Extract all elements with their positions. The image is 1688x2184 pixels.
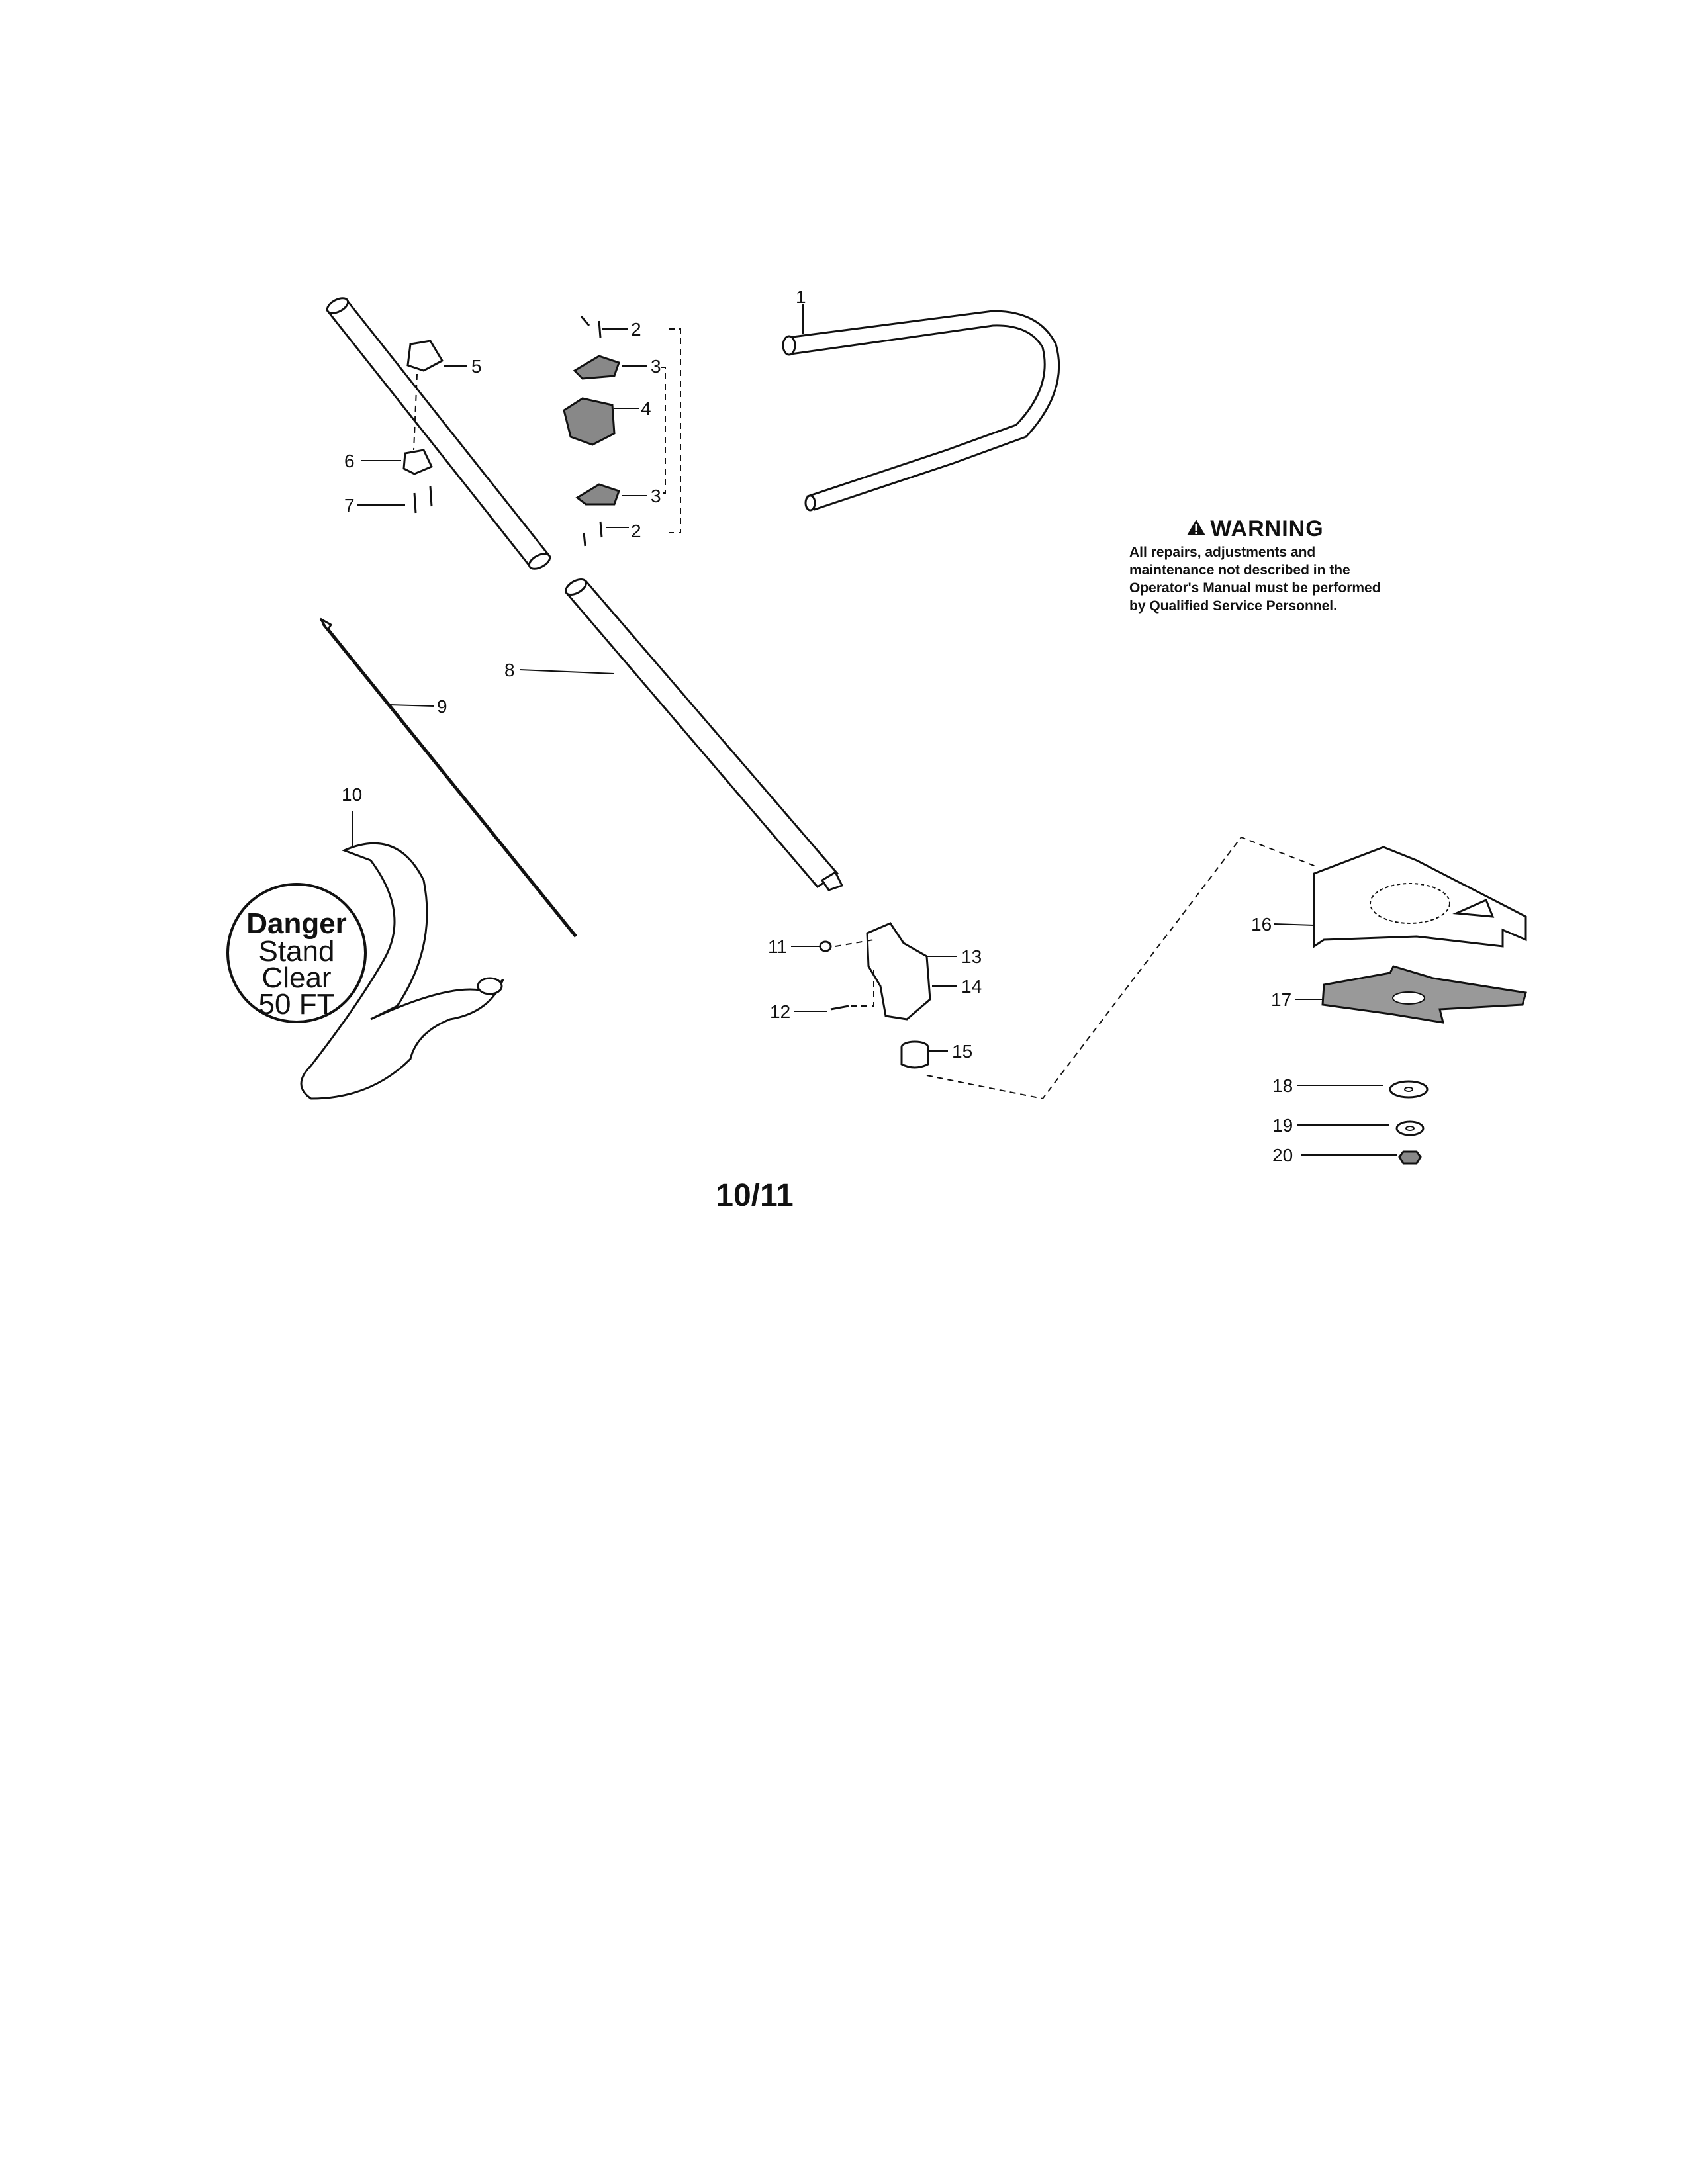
clamp-upper: [406, 340, 467, 372]
gearbox-collar: [900, 1040, 948, 1069]
callout-15: 15: [952, 1041, 972, 1062]
throttle-screw-lower: [583, 521, 629, 547]
callout-3-upper: 3: [651, 356, 661, 377]
callout-3-lower: 3: [651, 486, 661, 506]
blade-guard: [1274, 846, 1527, 948]
callout-12: 12: [770, 1001, 790, 1022]
danger-label-line2: Stand: [259, 935, 335, 968]
danger-label-line4: 50 FT: [259, 988, 335, 1021]
callout-16: 16: [1251, 914, 1272, 934]
callout-5: 5: [471, 356, 482, 377]
washer-small: [1297, 1120, 1425, 1136]
callout-6: 6: [344, 451, 355, 471]
warning-triangle-icon: [1186, 516, 1206, 542]
callout-13: 13: [961, 946, 982, 967]
callout-8: 8: [504, 660, 515, 680]
page-number: 10/11: [716, 1178, 793, 1213]
clamp-lower: [361, 449, 434, 475]
callout-18: 18: [1272, 1075, 1293, 1096]
upper-shaft-tube: [326, 297, 551, 570]
callout-9: 9: [437, 696, 447, 717]
callout-1: 1: [796, 287, 806, 307]
callout-14: 14: [961, 976, 982, 997]
callout-17: 17: [1271, 989, 1291, 1010]
gearbox-screw-12: [794, 1005, 849, 1012]
callout-2-lower: 2: [631, 521, 641, 541]
callout-2-upper: 2: [631, 319, 641, 340]
gearbox-housing: [866, 922, 957, 1021]
callout-7: 7: [344, 495, 355, 516]
danger-label-line3: Clear: [261, 962, 331, 994]
callout-10: 10: [342, 784, 362, 805]
loop-handle: [782, 304, 1060, 512]
throttle-cover-lower: [575, 483, 647, 506]
washer-large: [1297, 1080, 1429, 1099]
blade-nut: [1301, 1150, 1422, 1165]
gearbox-screw-11: [791, 940, 832, 952]
callout-11: 11: [768, 936, 787, 957]
warning-notice: WARNING All repairs, adjustments and mai…: [1129, 516, 1381, 615]
cutting-blade: [1295, 965, 1527, 1024]
throttle-housing: [563, 397, 639, 446]
throttle-cover-upper: [573, 355, 647, 380]
danger-label: [226, 883, 367, 1023]
warning-title-text: WARNING: [1210, 516, 1324, 541]
warning-body: All repairs, adjustments and maintenance…: [1129, 545, 1381, 614]
danger-label-line1: Danger: [246, 907, 347, 940]
clamp-screws: [357, 486, 433, 514]
throttle-screw-upper: [580, 316, 628, 338]
callout-20: 20: [1272, 1145, 1293, 1165]
callout-4: 4: [641, 398, 651, 419]
callout-19: 19: [1272, 1115, 1293, 1136]
harness-strap: [300, 811, 504, 1100]
drive-shaft: [319, 617, 577, 938]
lower-shaft-tube: [519, 578, 844, 891]
warning-title: WARNING: [1129, 516, 1381, 542]
